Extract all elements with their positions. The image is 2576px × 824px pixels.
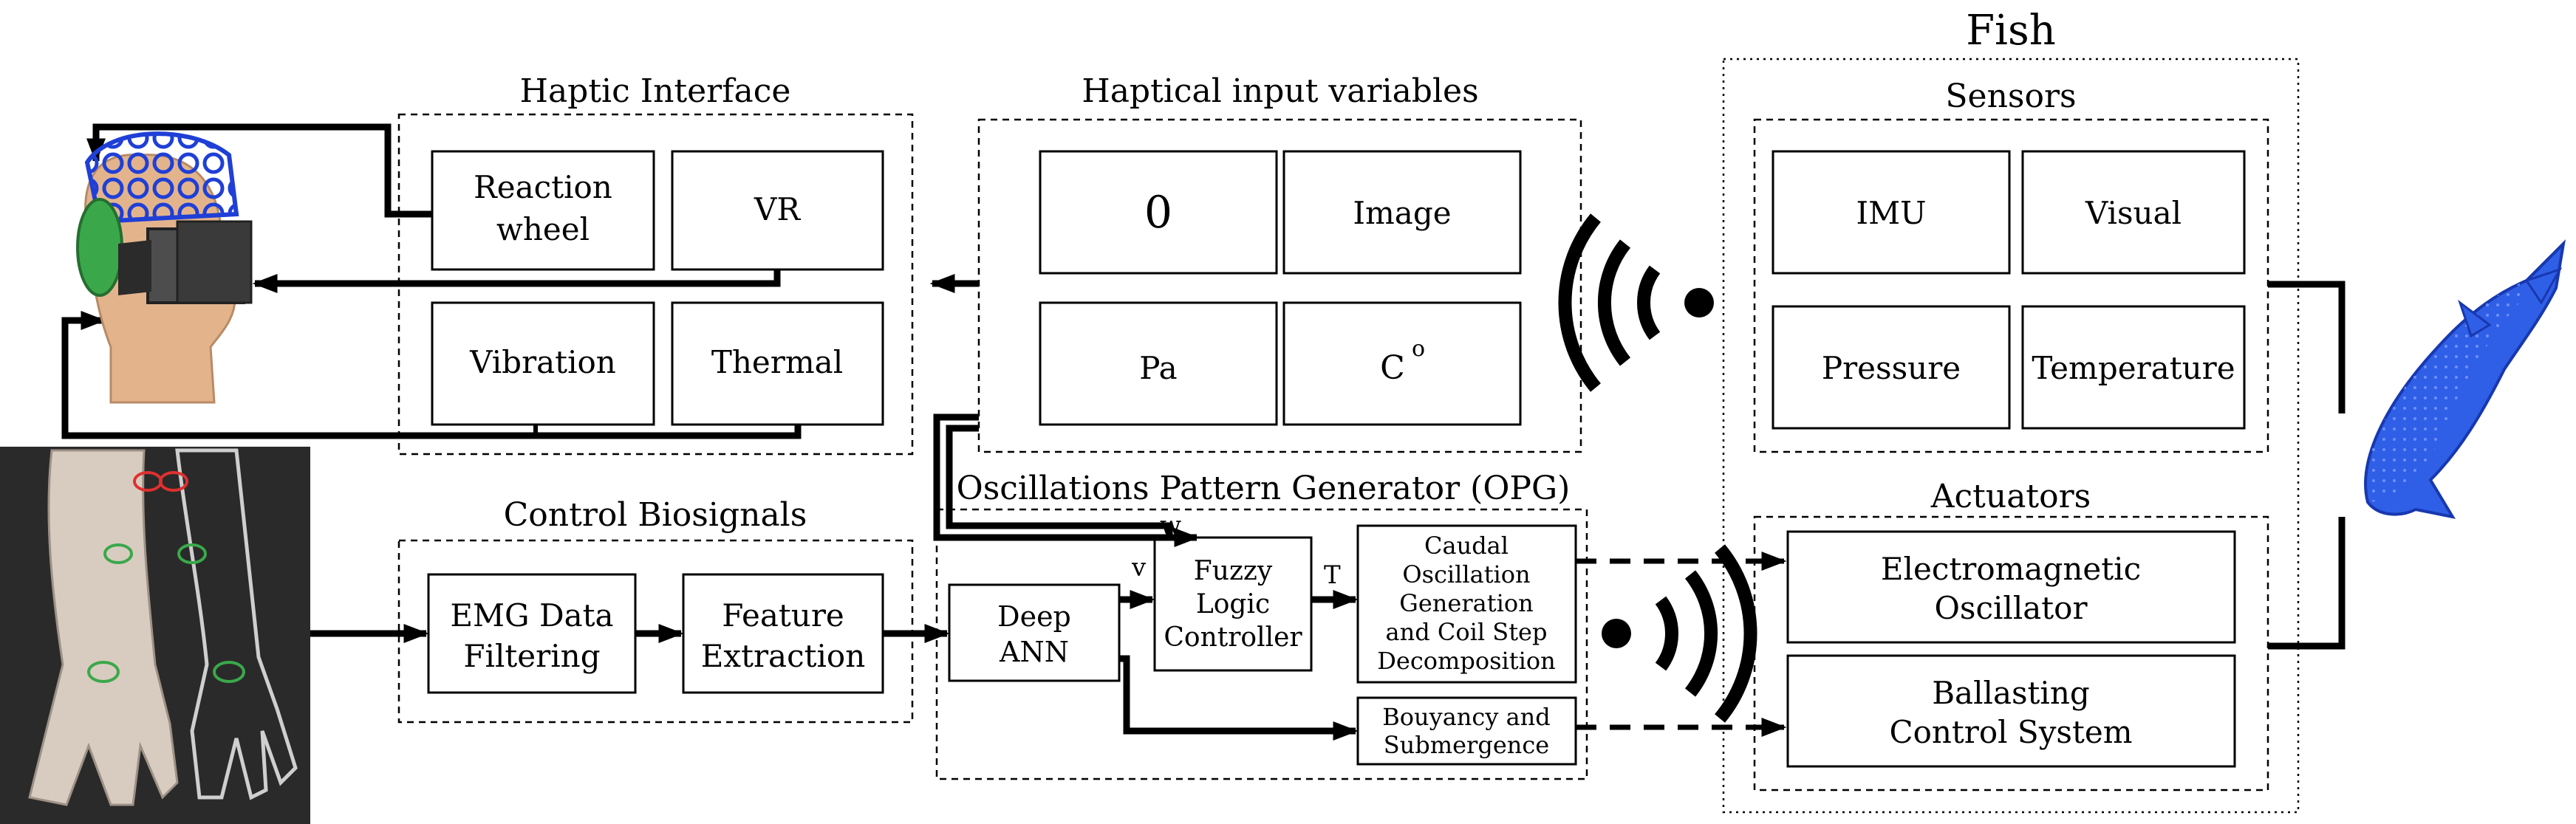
actuators-to-fish-connector — [2268, 517, 2346, 650]
caudal-label-2: Oscillation — [1402, 560, 1530, 588]
pa-box — [1039, 301, 1278, 426]
caudal-label-4: and Coil Step — [1386, 618, 1548, 646]
emg-label-1: EMG Data — [450, 597, 613, 634]
vr-to-headset-connector — [252, 269, 781, 293]
fuzzy-label-1: Fuzzy — [1194, 556, 1273, 586]
pressure-label: Pressure — [1822, 350, 1961, 386]
emg-label-2: Filtering — [463, 638, 600, 674]
imu-box — [1772, 150, 2011, 275]
pressure-box — [1772, 305, 2011, 430]
v-label: v — [1131, 553, 1147, 583]
wireless-signal-icon — [1602, 544, 1757, 723]
vr-label: VR — [754, 191, 801, 227]
emg-filtering-box — [427, 573, 637, 694]
feature-extraction-box — [682, 573, 884, 694]
vibration-thermal-to-head-connector — [61, 311, 802, 439]
thermal-label: Thermal — [711, 344, 843, 380]
vr-box — [671, 150, 884, 271]
fuzzy-controller-box — [1153, 536, 1313, 672]
feature-label-2: Extraction — [701, 638, 866, 674]
electromagnetic-label-2: Oscillator — [1934, 590, 2088, 626]
celsius-label: C — [1380, 349, 1405, 387]
deep-ann-label-1: Deep — [997, 600, 1071, 633]
vibration-label: Vibration — [469, 344, 616, 380]
theta-label: 0 — [1144, 187, 1172, 238]
opg-group — [935, 508, 1588, 780]
thermal-box — [671, 301, 884, 426]
robotic-fish-icon — [2364, 239, 2566, 519]
buoyancy-label-2: Submergence — [1384, 731, 1549, 759]
feature-label-1: Feature — [722, 597, 844, 634]
sensors-title: Sensors — [1945, 78, 2076, 115]
buoyancy-label-1: Bouyancy and — [1382, 703, 1551, 731]
input-w-connector-2 — [946, 425, 1173, 535]
arm-emg-electrodes-icon — [0, 447, 310, 824]
ballasting-label-1: Ballasting — [1932, 675, 2090, 711]
celsius-degree: o — [1412, 336, 1425, 362]
image-box — [1282, 150, 1522, 275]
reaction-wheel-to-head-connector — [86, 123, 432, 218]
t-label: T — [1324, 560, 1341, 590]
vibration-box — [431, 301, 655, 426]
ballasting-label-2: Control System — [1889, 714, 2132, 750]
electromagnetic-oscillator-box — [1786, 530, 2236, 644]
fuzzy-label-3: Controller — [1164, 622, 1302, 653]
imu-label: IMU — [1856, 195, 1927, 231]
temperature-label: Temperature — [2032, 350, 2235, 386]
deep-ann-label-2: ANN — [999, 636, 1069, 668]
caudal-label-1: Caudal — [1424, 532, 1509, 560]
celsius-box — [1282, 301, 1522, 426]
visual-box — [2021, 150, 2246, 275]
wireless-signal-icon — [1558, 213, 1714, 392]
deep-ann-box — [948, 583, 1121, 682]
haptic-interface-title: Haptic Interface — [520, 72, 791, 110]
caudal-label-5: Decomposition — [1377, 647, 1556, 675]
sensors-to-fish-connector — [2268, 281, 2346, 413]
reaction-wheel-box — [431, 150, 655, 271]
fish-title: Fish — [1966, 7, 2056, 55]
input-w-connector — [933, 413, 1200, 547]
caudal-label-3: Generation — [1399, 589, 1533, 617]
pa-label: Pa — [1139, 350, 1177, 386]
theta-box — [1039, 150, 1278, 275]
vr-headset-head-icon — [76, 131, 253, 404]
control-biosignals-title: Control Biosignals — [504, 496, 807, 534]
fish-group — [1722, 58, 2300, 814]
fuzzy-label-2: Logic — [1196, 589, 1270, 619]
reaction-wheel-label-1: Reaction — [474, 169, 612, 205]
temperature-box — [2021, 305, 2246, 430]
image-label: Image — [1353, 195, 1451, 231]
ann-to-buoyancy-connector — [1119, 655, 1359, 741]
opg-title: Oscillations Pattern Generator (OPG) — [957, 470, 1571, 507]
caudal-oscillation-box — [1356, 524, 1577, 684]
actuators-title: Actuators — [1930, 478, 2091, 515]
reaction-wheel-label-2: wheel — [496, 211, 590, 247]
electromagnetic-label-1: Electromagnetic — [1881, 551, 2141, 587]
haptical-input-title: Haptical input variables — [1082, 72, 1478, 110]
ballasting-control-box — [1786, 654, 2236, 768]
visual-label: Visual — [2085, 195, 2182, 231]
